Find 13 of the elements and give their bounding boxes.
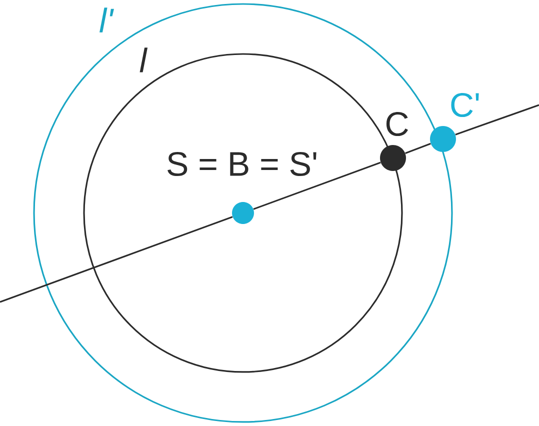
point bbox=[380, 145, 406, 171]
point-label: l' bbox=[100, 8, 114, 32]
circle bbox=[33, 3, 453, 423]
point-label: C' bbox=[451, 92, 479, 118]
line bbox=[455, 104, 539, 136]
point-label: S = B = S' bbox=[168, 152, 316, 176]
point bbox=[430, 126, 456, 152]
line bbox=[253, 162, 381, 210]
line bbox=[405, 142, 431, 154]
line bbox=[0, 216, 233, 303]
point-label: l bbox=[140, 48, 148, 72]
point-label: C bbox=[386, 112, 408, 136]
point bbox=[232, 202, 254, 224]
